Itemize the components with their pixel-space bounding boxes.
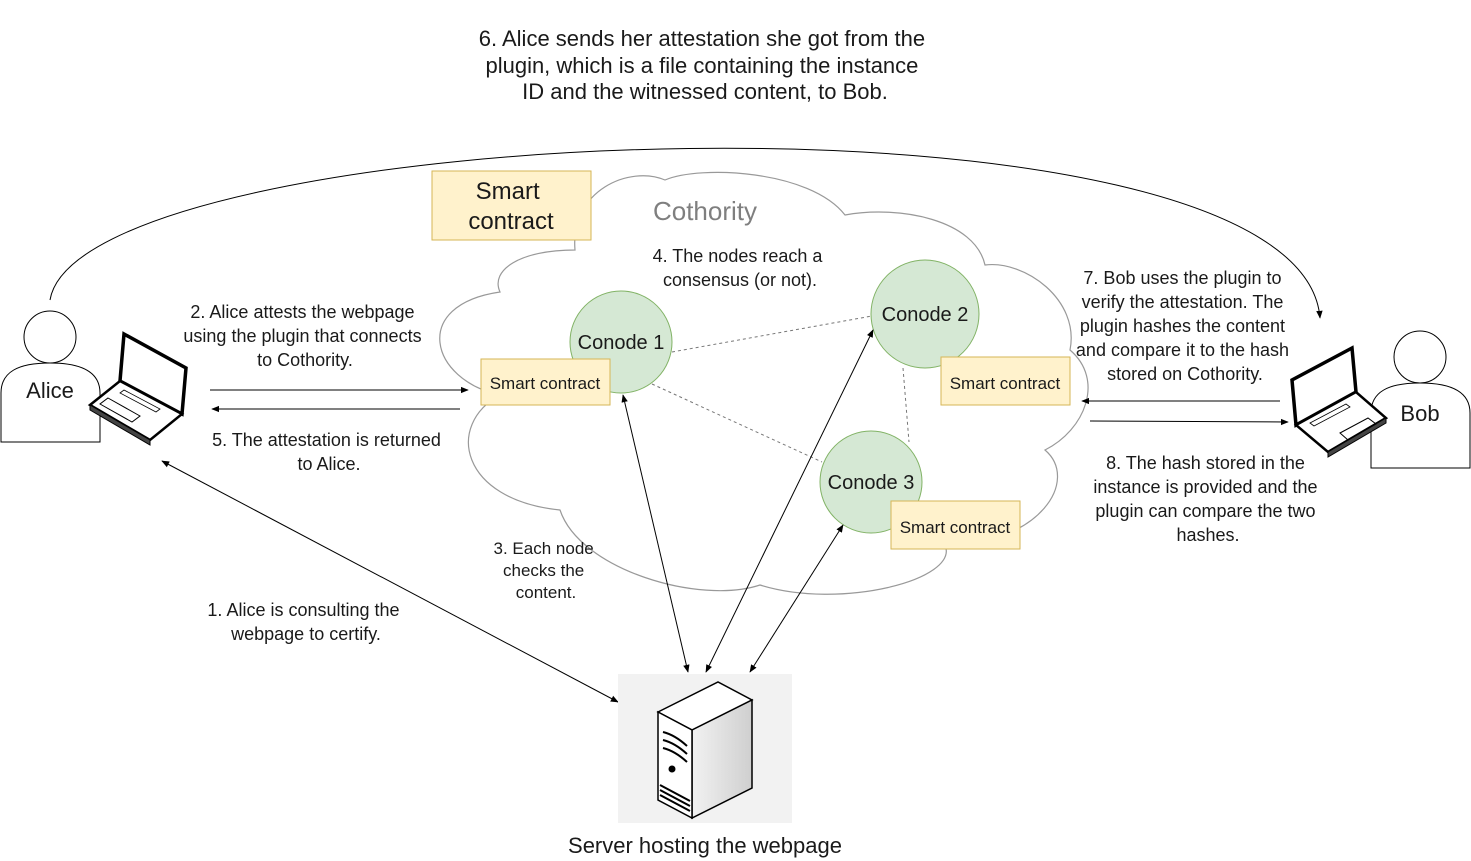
arrow-conode2-server [705, 329, 874, 673]
step-4-line-2: consensus (or not). [663, 270, 817, 290]
step-4-line-1: 4. The nodes reach a [653, 246, 824, 266]
step-8-line-2: instance is provided and the [1093, 477, 1317, 497]
conode-3-label: Conode 3 [828, 472, 915, 494]
step-6-line-2: plugin, which is a file containing the i… [485, 53, 918, 78]
smart-contract-box-1 [480, 358, 611, 406]
step-7-line-1: 7. Bob uses the plugin to [1083, 268, 1281, 288]
step-7-line-3: plugin hashes the content [1080, 316, 1285, 336]
consensus-line-1-2 [671, 315, 873, 353]
server-label: Server hosting the webpage [568, 833, 842, 858]
step-4-text: 4. The nodes reach a consensus (or not). [653, 246, 828, 290]
step-5-line-1: 5. The attestation is returned [212, 430, 441, 450]
alice-laptop-icon [87, 331, 188, 446]
consensus-line-2-3 [902, 367, 910, 443]
step-3-line-1: 3. Each node [494, 539, 594, 558]
legend-smart-contract-text: Smart contract [468, 178, 554, 235]
step-7-line-4: and compare it to the hash [1076, 340, 1289, 360]
step-7-line-2: verify the attestation. The [1082, 292, 1284, 312]
smart-contract-label-1: Smart contract [490, 374, 601, 393]
step-3-line-3: content. [516, 583, 577, 602]
step-1-line-1: 1. Alice is consulting the [207, 600, 399, 620]
step-1-text: 1. Alice is consulting the webpage to ce… [207, 600, 404, 644]
arrow-conode3-server [749, 524, 844, 673]
step-6-line-1: 6. Alice sends her attestation she got f… [479, 26, 925, 51]
arc-alice-to-bob [49, 147, 1323, 319]
bob-laptop-icon [1290, 345, 1389, 458]
step-7-line-5: stored on Cothority. [1107, 364, 1263, 384]
alice-user-icon [0, 310, 101, 443]
smart-contract-box-2 [940, 356, 1071, 406]
arrow-contract-to-bob [1089, 418, 1289, 426]
arrow-conode1-server [621, 394, 690, 673]
step-2-line-3: to Cothority. [257, 350, 353, 370]
legend-line-1: Smart [476, 178, 540, 205]
step-3-line-2: checks the [503, 561, 584, 580]
step-2-line-2: using the plugin that connects [183, 326, 421, 346]
step-6-text: 6. Alice sends her attestation she got f… [479, 26, 932, 104]
step-8-line-1: 8. The hash stored in the [1106, 453, 1305, 473]
step-2-line-1: 2. Alice attests the webpage [190, 302, 414, 322]
consensus-line-1-3 [651, 383, 823, 463]
smart-contract-label-2: Smart contract [950, 374, 1061, 393]
step-8-line-3: plugin can compare the two [1095, 501, 1315, 521]
conode-2 [870, 259, 980, 369]
smart-contract-label-3: Smart contract [900, 518, 1011, 537]
alice-label: Alice [26, 378, 74, 403]
legend-line-2: contract [468, 208, 554, 235]
step-5-line-2: to Alice. [297, 454, 360, 474]
step-8-line-4: hashes. [1176, 525, 1239, 545]
step-5-text: 5. The attestation is returned to Alice. [212, 430, 446, 474]
bob-user-icon [1370, 330, 1471, 469]
conode-1-label: Conode 1 [578, 332, 665, 354]
step-2-text: 2. Alice attests the webpage using the p… [183, 302, 426, 370]
arrow-alice-server [161, 460, 619, 703]
conode-2-label: Conode 2 [882, 304, 969, 326]
step-8-text: 8. The hash stored in the instance is pr… [1093, 453, 1322, 545]
smart-contract-box-3 [890, 500, 1021, 550]
step-6-line-3: ID and the witnessed content, to Bob. [522, 79, 888, 104]
cloud-label: Cothority [653, 196, 757, 226]
server-icon [618, 674, 792, 823]
legend-smart-contract-box [431, 170, 592, 241]
step-1-line-2: webpage to certify. [230, 624, 381, 644]
step-7-text: 7. Bob uses the plugin to verify the att… [1076, 268, 1294, 384]
bob-label: Bob [1400, 401, 1439, 426]
step-3-text: 3. Each node checks the content. [494, 539, 599, 602]
